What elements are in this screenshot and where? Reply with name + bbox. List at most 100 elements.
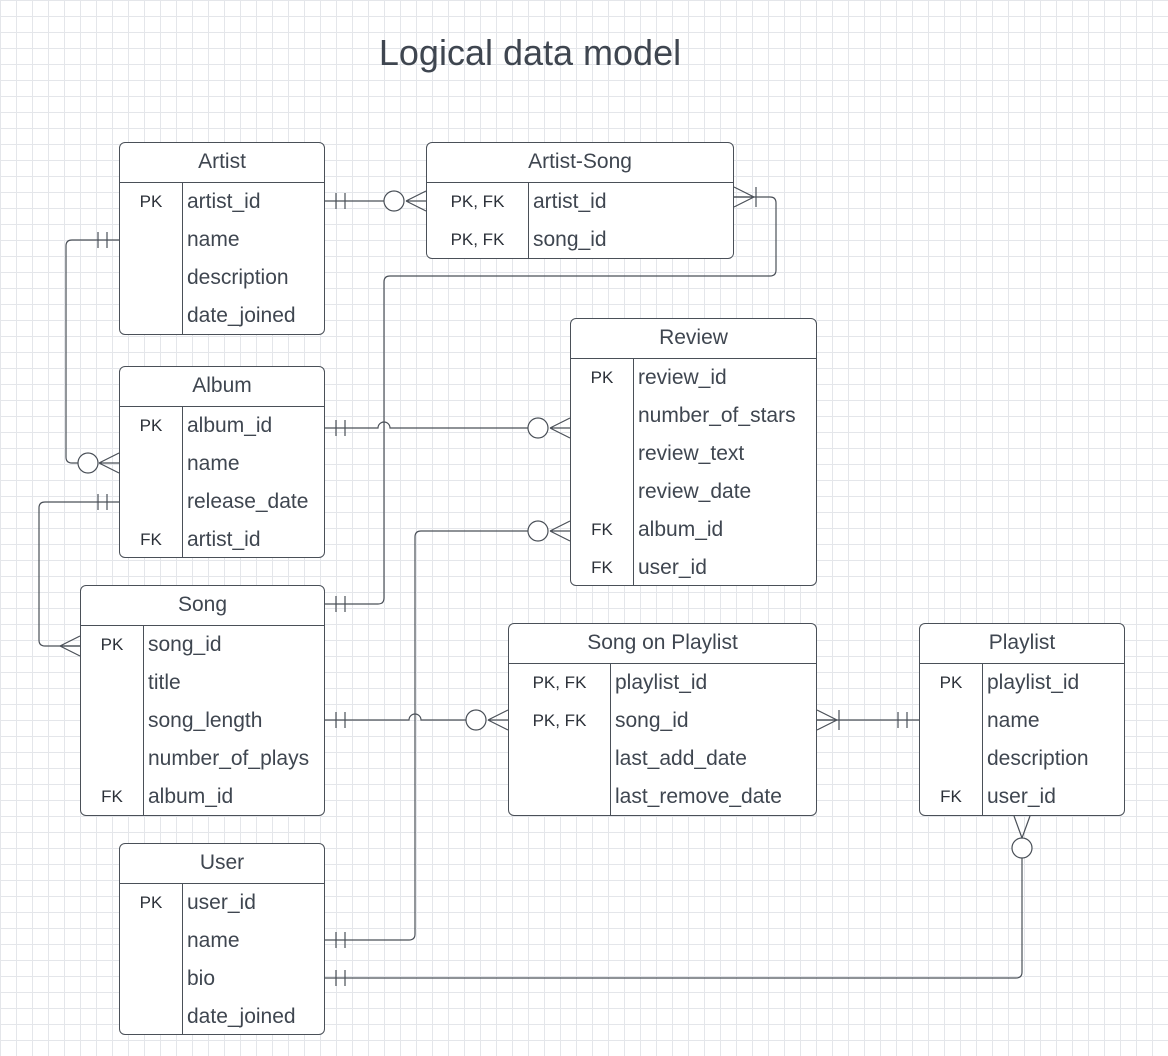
column-divider bbox=[182, 183, 183, 334]
attribute-row[interactable]: review_date bbox=[571, 473, 816, 511]
zero-marker bbox=[1011, 837, 1033, 859]
attribute-name: date_joined bbox=[187, 304, 296, 327]
attribute-name: song_length bbox=[148, 709, 263, 732]
attribute-name: song_id bbox=[533, 228, 607, 251]
attribute-name: review_id bbox=[638, 366, 727, 389]
attribute-row[interactable]: name bbox=[120, 922, 324, 960]
entity-header: Playlist bbox=[920, 624, 1124, 664]
key-marker: PK bbox=[139, 192, 163, 211]
attribute-name: description bbox=[187, 266, 289, 289]
column-divider bbox=[143, 626, 144, 815]
key-marker: FK bbox=[101, 787, 123, 806]
key-marker: FK bbox=[940, 787, 962, 806]
attribute-row[interactable]: name bbox=[120, 221, 324, 259]
attribute-name: bio bbox=[187, 967, 216, 990]
key-marker: FK bbox=[140, 530, 162, 549]
attribute-name: last_add_date bbox=[615, 747, 747, 770]
zero-marker bbox=[465, 709, 487, 731]
attribute-name: user_id bbox=[638, 556, 707, 579]
relationship-line bbox=[325, 713, 466, 721]
attribute-name: title bbox=[148, 671, 181, 694]
attribute-name: song_id bbox=[615, 709, 689, 732]
many-marker bbox=[549, 520, 571, 542]
key-marker: FK bbox=[591, 520, 613, 539]
attribute-name: review_date bbox=[638, 480, 752, 503]
entity-header: Song on Playlist bbox=[509, 624, 816, 664]
attribute-row[interactable]: FK artist_id bbox=[120, 521, 324, 557]
attribute-row[interactable]: name bbox=[920, 702, 1124, 740]
attribute-name: album_id bbox=[638, 518, 724, 541]
attribute-row[interactable]: FK album_id bbox=[571, 511, 816, 549]
attribute-name: last_remove_date bbox=[615, 785, 782, 808]
attribute-row[interactable]: FK album_id bbox=[81, 778, 324, 815]
zero-marker bbox=[383, 190, 405, 212]
attribute-name: user_id bbox=[987, 785, 1056, 808]
zero-marker bbox=[527, 520, 549, 542]
entity-review[interactable]: Review PK review_id number_of_stars review_… bbox=[570, 318, 817, 586]
key-marker: FK bbox=[591, 558, 613, 577]
many-marker bbox=[816, 709, 838, 731]
attribute-row[interactable]: FK user_id bbox=[571, 549, 816, 585]
attribute-row[interactable]: song_length bbox=[81, 702, 324, 740]
attribute-row[interactable]: date_joined bbox=[120, 998, 324, 1034]
key-marker: PK bbox=[590, 368, 614, 387]
attribute-row[interactable]: PK artist_id bbox=[120, 183, 324, 221]
column-divider bbox=[982, 664, 983, 815]
attribute-row[interactable]: bio bbox=[120, 960, 324, 998]
attribute-row[interactable]: description bbox=[120, 259, 324, 297]
key-marker: PK, FK bbox=[450, 230, 505, 249]
attribute-row[interactable]: last_remove_date bbox=[509, 778, 816, 815]
attribute-row[interactable]: review_text bbox=[571, 435, 816, 473]
attribute-name: playlist_id bbox=[615, 671, 708, 694]
attribute-row[interactable]: title bbox=[81, 664, 324, 702]
attribute-row[interactable]: description bbox=[920, 740, 1124, 778]
attribute-name: artist_id bbox=[187, 190, 261, 213]
attribute-name: artist_id bbox=[187, 528, 261, 551]
zero-marker bbox=[527, 417, 549, 439]
attribute-row[interactable]: FK user_id bbox=[920, 778, 1124, 815]
attribute-row[interactable]: last_add_date bbox=[509, 740, 816, 778]
attribute-row[interactable]: date_joined bbox=[120, 297, 324, 334]
attribute-row[interactable]: PK review_id bbox=[571, 359, 816, 397]
attribute-row[interactable]: PK, FK song_id bbox=[427, 221, 733, 258]
key-marker: PK bbox=[100, 635, 124, 654]
entity-header: Review bbox=[571, 319, 816, 359]
key-marker: PK bbox=[139, 893, 163, 912]
attribute-row[interactable]: release_date bbox=[120, 483, 324, 521]
attribute-name: album_id bbox=[148, 785, 234, 808]
many-marker bbox=[733, 186, 755, 208]
attribute-row[interactable]: number_of_stars bbox=[571, 397, 816, 435]
relationship-line bbox=[325, 421, 528, 429]
attribute-row[interactable]: number_of_plays bbox=[81, 740, 324, 778]
attribute-name: album_id bbox=[187, 414, 273, 437]
many-marker bbox=[1013, 815, 1031, 839]
attribute-name: name bbox=[187, 929, 240, 952]
relationship-line bbox=[325, 858, 1023, 979]
many-marker bbox=[549, 417, 571, 439]
column-divider bbox=[633, 359, 634, 585]
attribute-row[interactable]: name bbox=[120, 445, 324, 483]
attribute-name: artist_id bbox=[533, 190, 607, 213]
entity-header: Artist-Song bbox=[427, 143, 733, 183]
attribute-name: user_id bbox=[187, 891, 256, 914]
attribute-name: review_text bbox=[638, 442, 745, 465]
attribute-row[interactable]: PK user_id bbox=[120, 884, 324, 922]
